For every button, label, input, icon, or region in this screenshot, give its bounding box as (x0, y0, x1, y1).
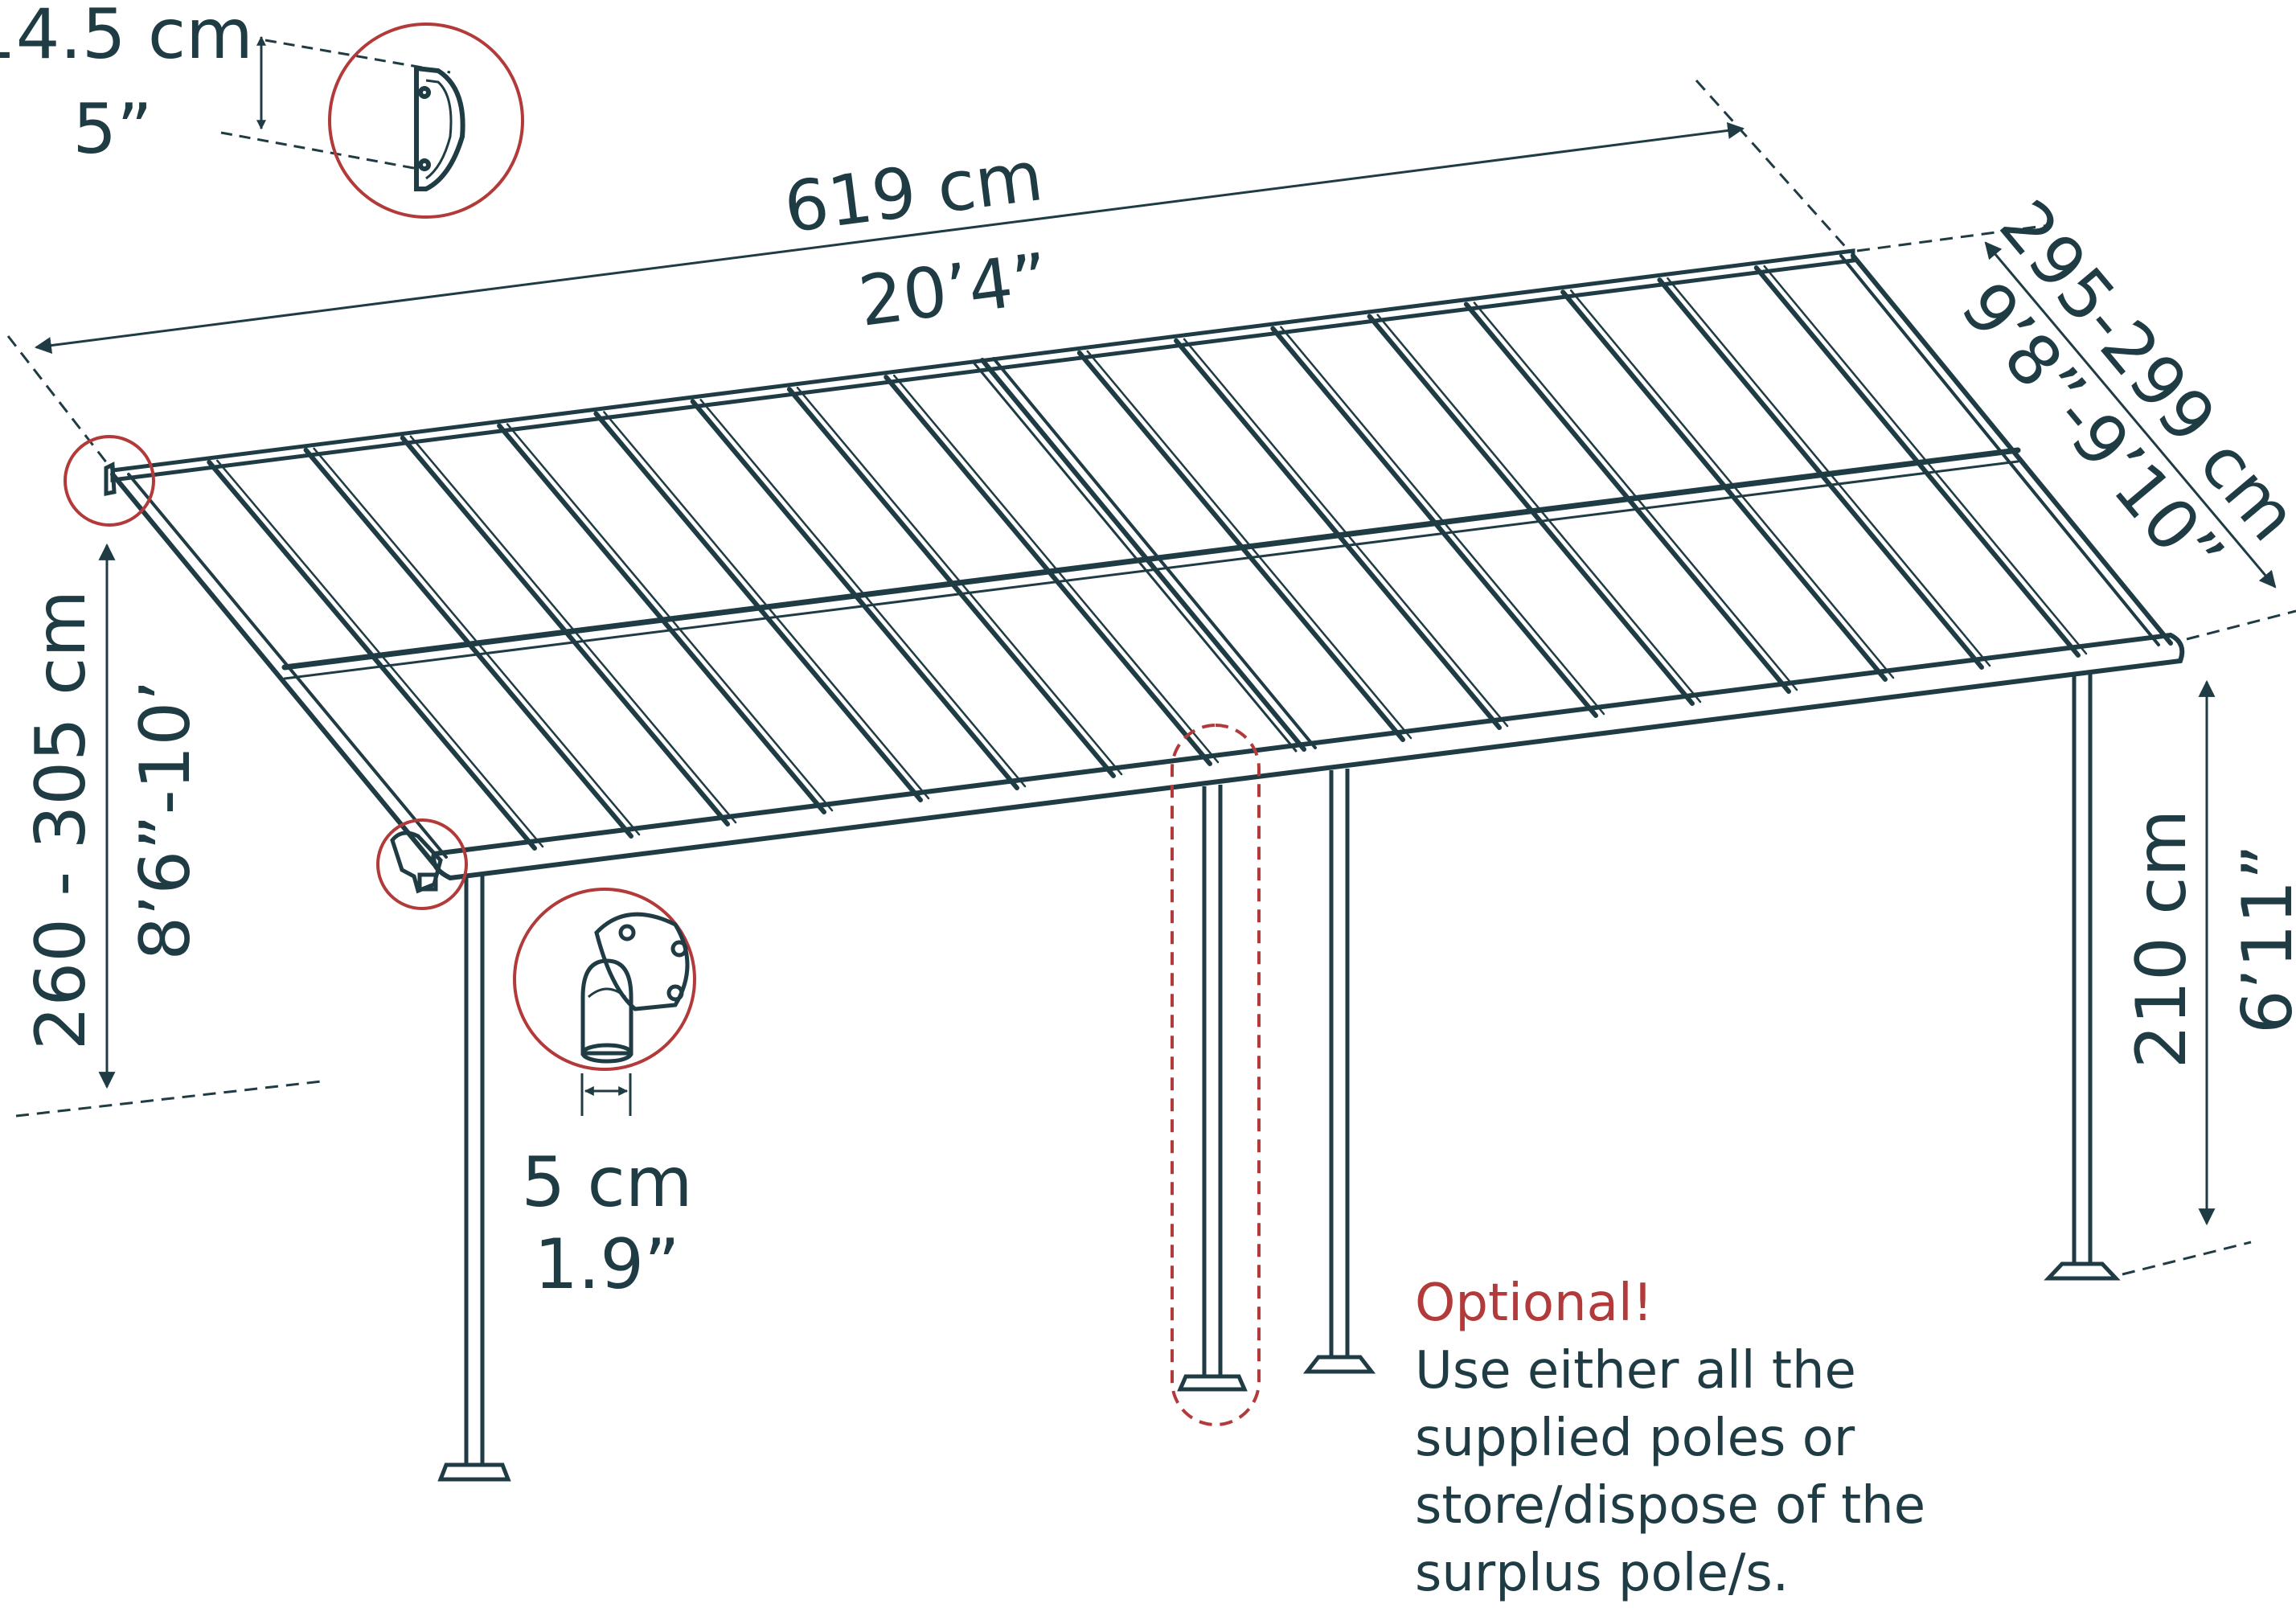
roof-rafter (1753, 265, 2081, 658)
roof-rafter (1367, 314, 1695, 706)
left-rafter (110, 472, 437, 867)
roof-rafter (1463, 301, 1791, 694)
gutter-cm-label: 14.5 cm (0, 0, 253, 75)
posts (437, 672, 2121, 1482)
roof-rafter-edge (1763, 265, 2088, 655)
roof-frame (110, 248, 2185, 881)
front-height-cm-label: 210 cm (2122, 810, 2202, 1069)
center-rafter (980, 358, 1306, 752)
roof-rafter-edge (1086, 350, 1412, 740)
optional-note-line-2: supplied poles or (1415, 1409, 1855, 1468)
optional-pole-highlight (1171, 724, 1261, 1426)
corner-callout-back (64, 435, 155, 527)
post-front-right (2044, 672, 2121, 1281)
roof-rafter-edge (892, 374, 1220, 764)
roof-rafter (1076, 350, 1405, 742)
post-front-left (437, 875, 511, 1482)
optional-note-title: Optional! (1415, 1274, 1653, 1333)
roof-rafter (303, 447, 633, 839)
gutter-callout-circle (328, 23, 524, 219)
roof-rafter (1270, 326, 1598, 718)
roof-rafter-edge (506, 423, 834, 812)
roof-rafter-edge (1280, 326, 1605, 716)
optional-note-line-3: store/dispose of the (1415, 1476, 1925, 1536)
optional-note-line-4: surplus pole/s. (1415, 1544, 1789, 1603)
roof-rafter (497, 423, 826, 814)
corner-joint-icon (104, 461, 117, 497)
roof-rafter-edge (216, 459, 544, 848)
roof-rafter (1174, 338, 1502, 730)
back-height-ft-label: 8’6”-10’ (125, 679, 206, 960)
roof-rafter-edge (603, 411, 930, 800)
length-ft-label: 20’4” (855, 239, 1053, 342)
gutter-in-label: 5” (72, 89, 152, 170)
roof-rafter (884, 375, 1212, 766)
roof-rafter (786, 387, 1116, 778)
roof-rafter-edge (1569, 289, 1895, 679)
roof-rafter-edge (409, 435, 737, 824)
length-dimension-line (34, 121, 1745, 355)
roof-rafters (207, 265, 2088, 851)
corner-front-joint-icon (390, 831, 443, 894)
pole-cm-label: 5 cm (521, 1142, 692, 1223)
back-height-cm-label: 260 - 305 cm (21, 590, 101, 1050)
roof-rafter (593, 411, 923, 802)
roof-rafter-edge (796, 386, 1123, 776)
roof-rafter-edge (1376, 314, 1702, 703)
roof-rafter (207, 459, 537, 851)
roof-rafter (1657, 277, 1984, 670)
front-height-ft-label: 6’11” (2228, 844, 2296, 1034)
post-bracket-icon (580, 912, 690, 1064)
pole-in-label: 1.9” (534, 1224, 679, 1305)
dimension-lines (6, 35, 2296, 1276)
optional-note-line-1: Use either all the (1415, 1341, 1856, 1401)
roof-rafter (400, 435, 730, 827)
post-center (1302, 769, 1376, 1374)
corner-callout-front (376, 818, 468, 910)
gutter-profile-icon (414, 65, 465, 191)
post-callout-circle (513, 888, 696, 1071)
roof-rafter (690, 399, 1019, 790)
depth-dimension-line (1984, 241, 2277, 589)
detail-callouts (64, 23, 1261, 1426)
roof-rafter-edge (699, 399, 1027, 788)
post-optional (1177, 785, 1248, 1392)
front-gutter-beam (431, 632, 2185, 881)
roof-rafter (1560, 289, 1888, 682)
roof-rafter-edge (1473, 301, 1798, 691)
roof-rafter-edge (1183, 338, 1509, 728)
length-cm-label: 619 cm (780, 136, 1048, 248)
roof-rafter-edge (313, 447, 641, 836)
optional-note: Optional! Use either all the supplied po… (1415, 1274, 1925, 1603)
